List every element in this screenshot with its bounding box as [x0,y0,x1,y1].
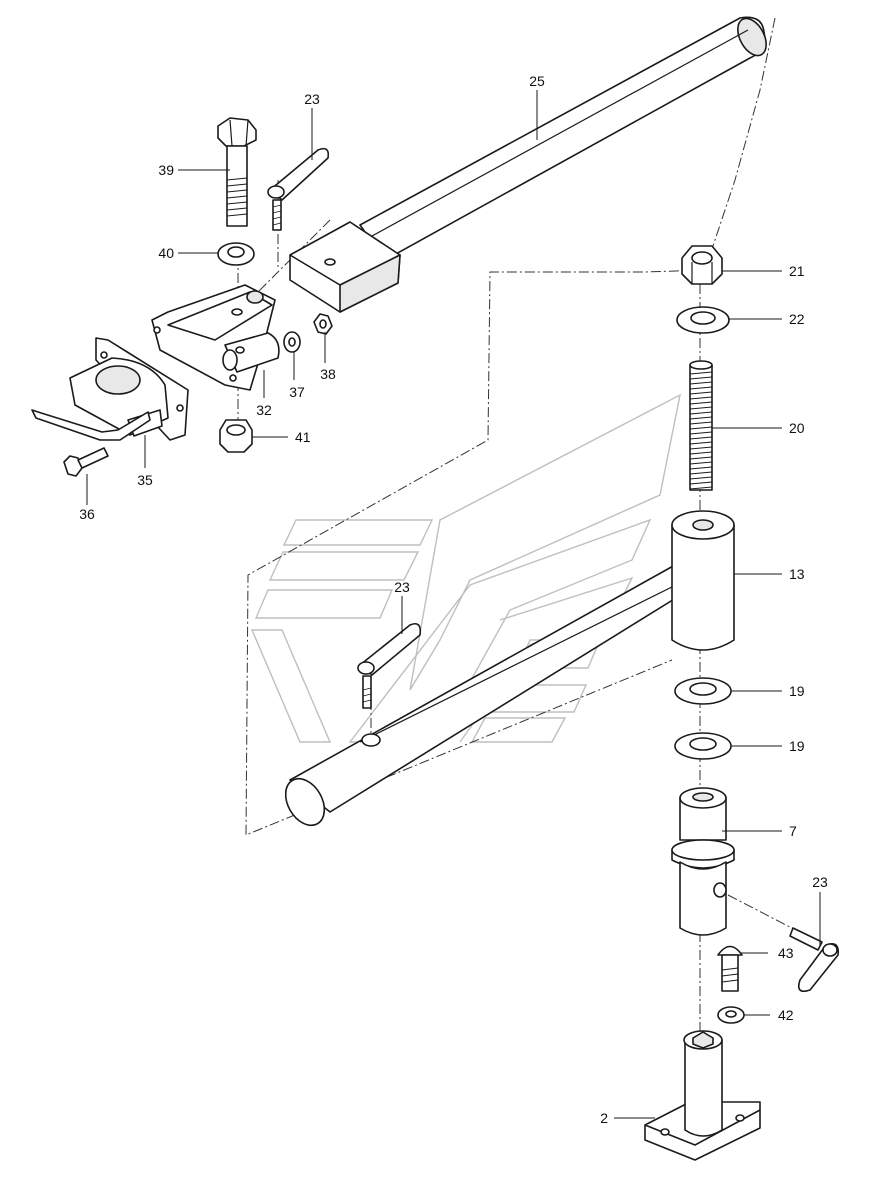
part-37-washer [283,331,301,353]
callout-19-upper: 19 [789,683,805,699]
rod-thread-line [689,471,713,475]
rod-thread-line [689,376,713,380]
part-36-bolt [63,447,109,477]
rod-thread-line [689,431,713,435]
callout-32: 32 [256,402,272,418]
rod-thread-line [689,406,713,410]
callout-13: 13 [789,566,805,582]
part-long-tube [284,563,698,827]
callout-37: 37 [289,384,305,400]
callout-labels: 25 23 39 40 21 22 20 37 38 32 41 35 36 1… [79,73,828,1126]
part-43-bolt [717,945,743,992]
part-40-washer [217,242,255,266]
part-21-nut [681,245,723,285]
callout-23-lower: 23 [812,874,828,890]
callout-39: 39 [158,162,174,178]
rod-thread-line [689,466,713,470]
rod-thread-line [689,476,713,480]
part-2-base [644,1030,761,1161]
callout-20: 20 [789,420,805,436]
callout-2: 2 [600,1110,608,1126]
part-19-washer-upper [674,677,732,705]
callout-22: 22 [789,311,805,327]
rod-thread-line [689,386,713,390]
part-23-lever-middle [357,622,422,709]
callout-36: 36 [79,506,95,522]
rod-thread-line [689,371,713,375]
callout-7: 7 [789,823,797,839]
part-22-washer [676,306,730,334]
part-7-pin-tube [671,787,735,936]
rod-thread-line [689,396,713,400]
rod-thread-line [689,446,713,450]
rod-thread-line [689,456,713,460]
bolt-thread-39 [226,177,248,217]
rod-thread-line [689,381,713,385]
callout-leaders [86,90,821,1119]
callout-25: 25 [529,73,545,89]
rod-thread-line [689,426,713,430]
rod-thread-line [689,416,713,420]
callout-19-lower: 19 [789,738,805,754]
callout-42: 42 [778,1007,794,1023]
part-25-tube [289,16,767,313]
part-23-lever-top [267,147,330,231]
rod-thread-line [689,421,713,425]
part-42-washer [717,1006,745,1024]
callout-23-top: 23 [304,91,320,107]
rod-thread-line [689,441,713,445]
callout-43: 43 [778,945,794,961]
callout-21: 21 [789,263,805,279]
part-32-bracket [151,284,280,391]
part-39-bolt [217,117,257,227]
rod-thread-line [689,411,713,415]
callout-40: 40 [158,245,174,261]
rod-thread-line [689,401,713,405]
part-13-sleeve [671,510,735,651]
part-19-washer-lower [674,732,732,760]
rod-thread-line [689,486,713,490]
callout-23-middle: 23 [394,579,410,595]
callout-38: 38 [320,366,336,382]
rod-thread-line [689,436,713,440]
rod-thread-line [689,461,713,465]
rod-thread-line [689,451,713,455]
part-20-threaded-rod [689,360,713,491]
rod-thread-line [689,391,713,395]
rod-thread-line [689,481,713,485]
callout-35: 35 [137,472,153,488]
part-41-nut [219,419,253,453]
callout-41: 41 [295,429,311,445]
part-38-nut [313,313,333,335]
part-35-clamp [31,337,189,441]
part-23-lever-lower [789,927,840,993]
